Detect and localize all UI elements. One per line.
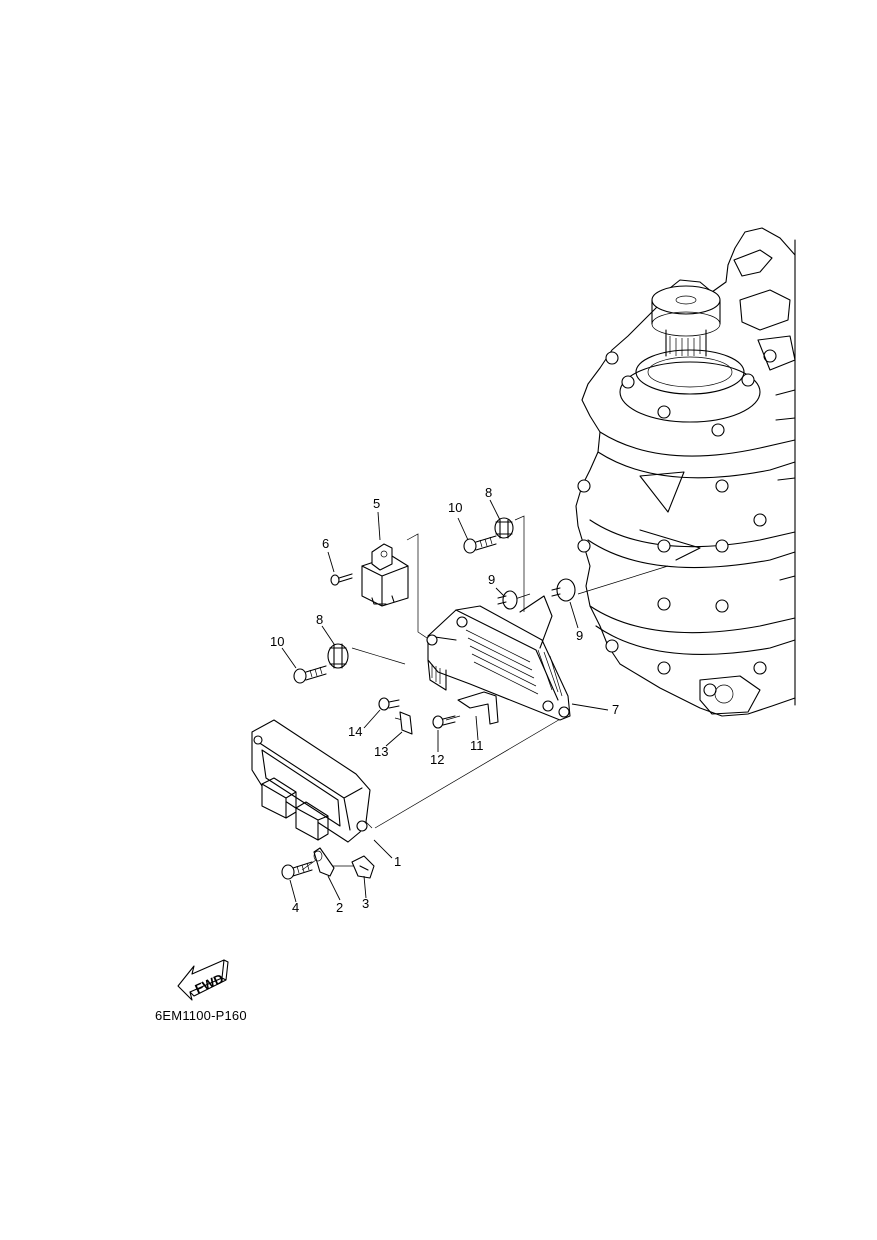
part-6-screw — [330, 573, 353, 586]
callout-14: 14 — [348, 724, 362, 739]
part-10-bolt-upper — [463, 535, 497, 554]
callout-9-a: 9 — [488, 572, 495, 587]
callout-1: 1 — [394, 854, 401, 869]
callout-8-lower: 8 — [316, 612, 323, 627]
fwd-arrow-icon: FWD — [177, 959, 229, 1001]
part-9-collar-a — [497, 590, 518, 610]
callout-2: 2 — [336, 900, 343, 915]
part-9-collar-b — [551, 578, 576, 602]
callout-8-upper: 8 — [485, 485, 492, 500]
callout-10-lower: 10 — [270, 634, 284, 649]
part-8-grommet-lower — [327, 643, 349, 669]
part-14-screw — [378, 697, 400, 711]
callout-13: 13 — [374, 744, 388, 759]
callout-9-b: 9 — [576, 628, 583, 643]
part-2-clamp — [313, 847, 335, 877]
part-5-relay — [361, 543, 409, 607]
callout-7: 7 — [612, 702, 619, 717]
callout-3: 3 — [362, 896, 369, 911]
part-7-bracket-plate — [426, 595, 571, 721]
part-4-bolt — [281, 861, 313, 880]
part-13-clip — [399, 711, 413, 735]
diagram-code: 6EM1100-P160 — [155, 1008, 247, 1023]
callout-10-upper: 10 — [448, 500, 462, 515]
part-3-holder — [351, 855, 375, 879]
part-12-screw — [432, 715, 456, 729]
part-8-grommet-upper — [494, 517, 514, 539]
part-10-bolt-lower — [293, 665, 327, 684]
callout-4: 4 — [292, 900, 299, 915]
part-11-plate — [457, 691, 499, 725]
callout-5: 5 — [373, 496, 380, 511]
callout-labels: 1 2 3 4 5 6 7 8 8 9 9 10 10 11 12 13 14 — [270, 485, 619, 915]
callout-6: 6 — [322, 536, 329, 551]
callout-12: 12 — [430, 752, 444, 767]
callout-leaders — [281, 499, 609, 903]
callout-11: 11 — [470, 738, 484, 753]
engine-block — [575, 227, 796, 717]
part-1-control-unit — [251, 719, 373, 843]
